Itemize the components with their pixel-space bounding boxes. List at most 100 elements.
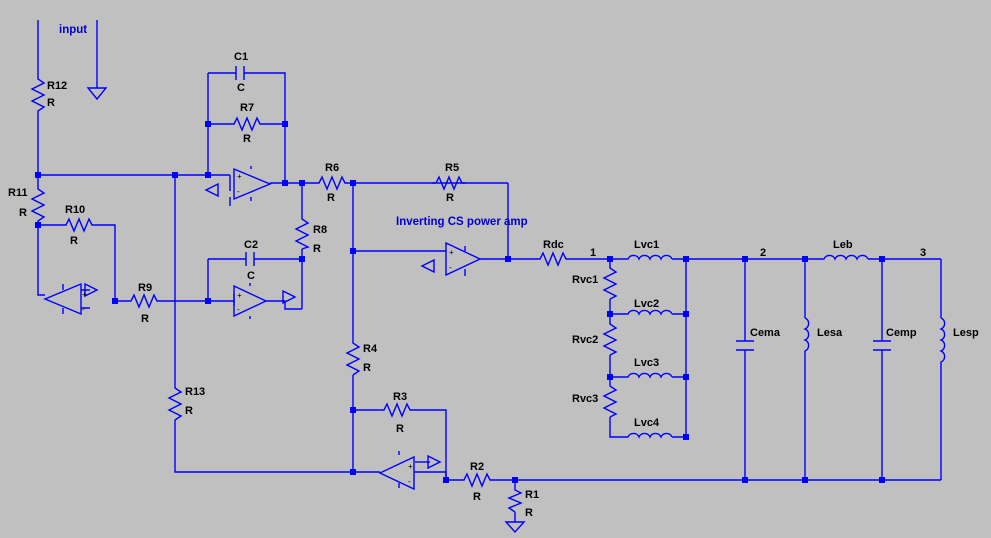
svg-text:Rdc: Rdc [543, 239, 564, 251]
svg-text:R: R [243, 133, 251, 145]
svg-text:Rvc3: Rvc3 [572, 393, 598, 405]
node-3-label: 3 [920, 247, 926, 259]
capacitors [235, 66, 891, 351]
svg-text:R3: R3 [393, 391, 407, 403]
resistor-r5 [432, 175, 466, 191]
svg-text:Leb: Leb [833, 239, 853, 251]
svg-text:R12: R12 [47, 80, 67, 92]
svg-text:-: - [237, 187, 240, 196]
svg-text:R6: R6 [325, 162, 339, 174]
svg-text:R: R [70, 235, 78, 247]
svg-text:R: R [19, 207, 27, 219]
resistor-r7 [230, 116, 263, 132]
svg-text:R: R [327, 192, 335, 204]
svg-text:R: R [141, 313, 149, 325]
opamp-integrator2 [233, 284, 268, 318]
svg-text:+: + [237, 172, 242, 181]
svg-text:R8: R8 [313, 224, 327, 236]
svg-text:C: C [237, 82, 245, 94]
node-1-label: 1 [590, 247, 596, 259]
svg-text:Lesp: Lesp [953, 327, 979, 339]
inductor-lvc3 [623, 372, 673, 379]
inductors [623, 254, 946, 439]
resistor-rvc1 [602, 265, 618, 300]
svg-text:C: C [247, 270, 255, 282]
inductor-lvc1 [623, 254, 673, 261]
svg-text:R: R [185, 405, 193, 417]
svg-text:R13: R13 [185, 386, 205, 398]
svg-text:Lesa: Lesa [817, 327, 843, 339]
capacitor-c2 [245, 252, 255, 266]
inductor-lesa [803, 317, 810, 352]
svg-text:-: - [82, 305, 85, 314]
svg-text:R10: R10 [65, 204, 85, 216]
wires [37, 20, 942, 522]
resistor-rdc [536, 251, 572, 267]
svg-text:Lvc4: Lvc4 [634, 417, 660, 429]
opamp-buffer1 [43, 282, 90, 316]
resistor-r4 [345, 340, 361, 376]
resistor-r11 [30, 185, 46, 225]
capacitor-c1 [235, 66, 245, 80]
resistor-r2 [460, 472, 493, 488]
node-2-label: 2 [760, 247, 766, 259]
resistor-rvc2 [602, 321, 618, 356]
svg-text:+: + [408, 462, 413, 471]
svg-text:R: R [525, 507, 533, 519]
opamp-integrator1 [233, 167, 272, 201]
resistor-r12 [30, 75, 46, 115]
svg-text:R11: R11 [8, 187, 28, 199]
svg-text:R: R [47, 97, 55, 109]
annotation-power-amp: Inverting CS power amp [396, 216, 528, 228]
ground-buffer2 [427, 454, 442, 470]
svg-text:Lvc2: Lvc2 [634, 298, 659, 310]
resistor-r9 [127, 293, 160, 309]
svg-text:-: - [408, 477, 411, 486]
resistor-rvc3 [602, 383, 618, 418]
svg-text:R5: R5 [445, 162, 459, 174]
svg-text:Rvc1: Rvc1 [572, 274, 598, 286]
svg-text:+: + [237, 291, 242, 300]
ground-integrator1 [204, 182, 219, 198]
resistor-r8 [294, 215, 310, 250]
svg-text:R: R [313, 243, 321, 255]
svg-text:R9: R9 [138, 282, 152, 294]
resistor-r13 [167, 385, 183, 421]
component-labels: input Inverting CS power amp R12 R R11 R… [8, 24, 979, 519]
svg-text:R: R [363, 362, 371, 374]
svg-text:R: R [473, 491, 481, 503]
svg-text:R1: R1 [525, 489, 539, 501]
svg-text:+: + [82, 290, 87, 299]
svg-text:-: - [237, 305, 240, 314]
resistor-r10 [63, 217, 95, 233]
svg-text:Cemp: Cemp [886, 327, 917, 339]
opamp-power-amp [445, 241, 482, 277]
opamps [43, 167, 482, 491]
svg-text:C1: C1 [234, 51, 248, 63]
ground-integrator2 [282, 289, 297, 305]
inductor-leb [822, 254, 869, 261]
svg-text:R: R [446, 192, 454, 204]
svg-text:R7: R7 [240, 102, 254, 114]
svg-text:+: + [449, 248, 454, 257]
svg-text:-: - [449, 263, 452, 272]
inductor-lesp [939, 317, 946, 368]
ground-symbols [84, 87, 526, 534]
resistors [30, 75, 618, 513]
resistor-r1 [507, 488, 523, 513]
ground-power-amp [420, 258, 435, 274]
ground-input [86, 87, 108, 101]
capacitor-cema [736, 340, 754, 351]
opamp-pin-labels: + - + - + - + - + - [82, 172, 454, 486]
svg-text:Rvc2: Rvc2 [572, 334, 598, 346]
resistor-r6 [315, 175, 353, 191]
svg-text:R2: R2 [470, 461, 484, 473]
svg-text:Lvc3: Lvc3 [634, 357, 659, 369]
svg-text:C2: C2 [244, 239, 258, 251]
ground-r1 [504, 521, 526, 534]
inductor-lvc2 [623, 309, 673, 316]
opamp-buffer2 [378, 455, 415, 491]
svg-text:R: R [396, 423, 404, 435]
svg-text:Cema: Cema [750, 327, 781, 339]
